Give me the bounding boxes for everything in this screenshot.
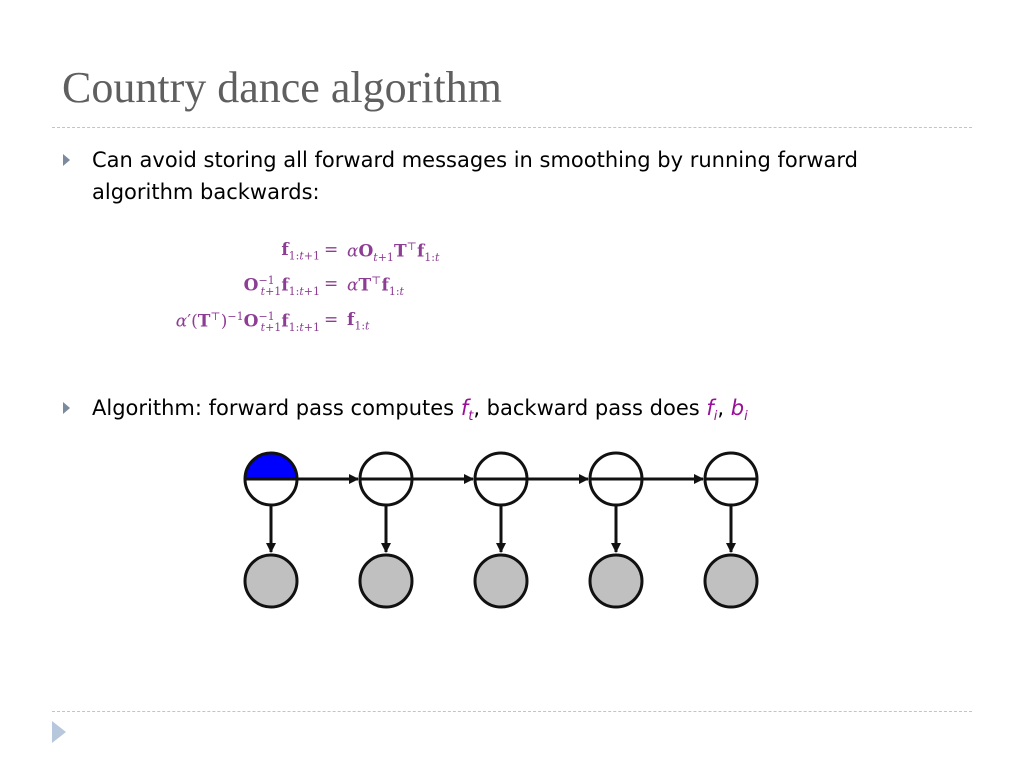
hidden-node (703, 451, 759, 507)
var-b-i: bi (730, 396, 748, 425)
equation-1-rhs: αOt+1T⊤f1:t (347, 240, 440, 265)
hidden-node (358, 451, 414, 507)
bullet-2-comma: , (717, 396, 731, 420)
equation-2-equals: = (324, 274, 339, 294)
bullet-2: Algorithm: forward pass computes ft, bac… (92, 392, 748, 433)
bullet-arrow-icon (63, 402, 70, 414)
slide-title: Country dance algorithm (62, 63, 502, 112)
equation-3-equals: = (324, 310, 339, 330)
equation-1-lhs: f1:t+1 (281, 240, 320, 263)
bullet-1: Can avoid storing all forward messages i… (92, 144, 858, 208)
observed-node (473, 553, 529, 609)
hmm-diagram (243, 451, 759, 609)
bullet-1-line-2: algorithm backwards: (92, 180, 320, 204)
equation-2-lhs: O−1t+1f1:t+1 (243, 274, 320, 299)
hidden-node (473, 451, 529, 507)
var-f-i: fi (706, 396, 718, 425)
equation-row-2: O−1t+1f1:t+1 = αT⊤f1:t (60, 274, 500, 304)
equation-2-rhs: αT⊤f1:t (347, 274, 404, 299)
var-f-t: ft (460, 396, 474, 425)
observed-node (358, 553, 414, 609)
equation-3-rhs: f1:t (347, 310, 370, 333)
equation-block: f1:t+1 = αOt+1T⊤f1:t O−1t+1f1:t+1 = αT⊤f… (60, 236, 500, 346)
next-slide-icon[interactable] (52, 721, 66, 743)
bullet-1-line-1: Can avoid storing all forward messages i… (92, 148, 858, 172)
observed-node (703, 553, 759, 609)
equation-row-1: f1:t+1 = αOt+1T⊤f1:t (60, 240, 500, 270)
hidden-node (243, 451, 299, 507)
title-divider (52, 127, 972, 128)
bullet-2-prefix: Algorithm: forward pass computes (92, 396, 461, 420)
observed-node (588, 553, 644, 609)
footer-divider (52, 711, 972, 712)
equation-row-3: α′(T⊤)−1O−1t+1f1:t+1 = f1:t (60, 310, 500, 340)
hidden-node (588, 451, 644, 507)
bullet-arrow-icon (63, 154, 70, 166)
bullet-2-middle: , backward pass does (473, 396, 707, 420)
equation-3-lhs: α′(T⊤)−1O−1t+1f1:t+1 (175, 310, 320, 335)
equation-1-equals: = (324, 240, 339, 260)
observed-node (243, 553, 299, 609)
